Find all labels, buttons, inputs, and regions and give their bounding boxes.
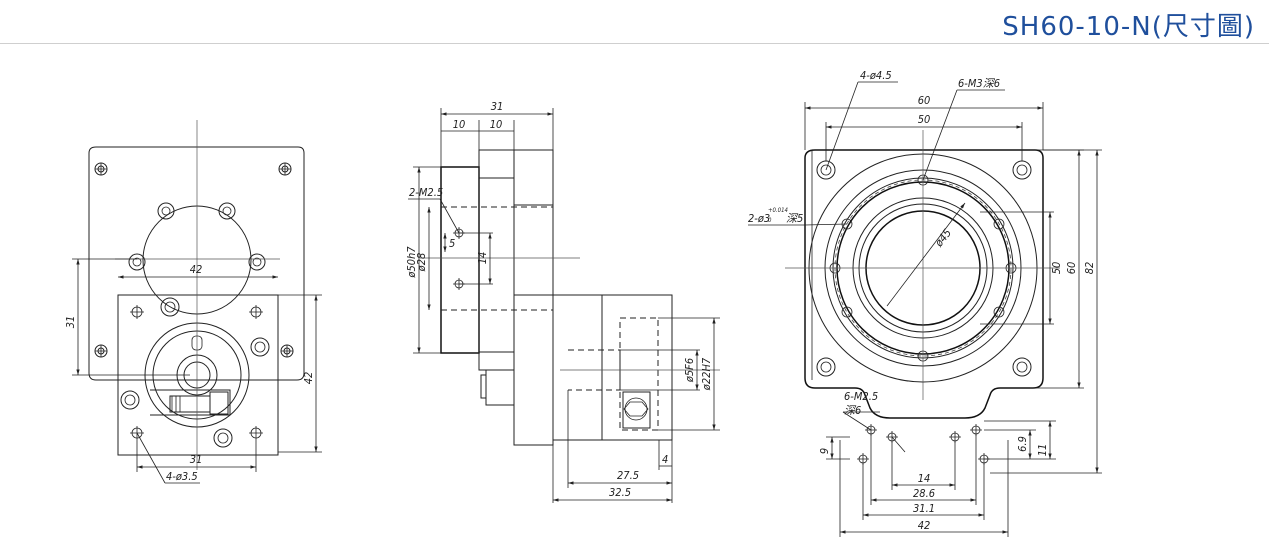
top-view: 60 50 4-ø4.5 6-M3深6 2-ø3 +0.014 0 深5 ø45… [748, 69, 1102, 537]
top-dim-6-9: 6.9 [1016, 436, 1029, 452]
front-holes-label: 4-ø3.5 [166, 470, 198, 483]
top-dim-d45: ø45 [932, 226, 954, 249]
side-dim-32-5: 32.5 [609, 486, 631, 499]
page-title: SH60-10-N(尺寸圖) [1002, 12, 1255, 42]
side-view: 31 10 10 2-M2.5 5 14 ø50h7 ø28 ø22H7 ø5F… [405, 100, 720, 503]
top-pin-tol-bot: 0 [768, 217, 772, 224]
side-m25-label: 2-M2.5 [409, 186, 443, 199]
top-pin-tol-top: +0.014 [768, 207, 789, 214]
top-dim-14: 14 [918, 472, 931, 485]
side-dim-d22: ø22H7 [700, 357, 713, 391]
front-dim-31-left: 31 [64, 316, 77, 329]
side-dim-31: 31 [491, 100, 504, 113]
front-dim-31-bottom: 31 [190, 453, 203, 466]
top-dim-82: 82 [1083, 262, 1096, 275]
top-dim-60: 60 [918, 94, 931, 107]
top-pin-depth: 深5 [786, 212, 803, 225]
side-dim-27-5: 27.5 [617, 469, 639, 482]
front-dim-42-right: 42 [302, 372, 315, 385]
side-dim-5: 5 [449, 237, 455, 250]
top-dim-11: 11 [1036, 444, 1049, 457]
top-dim-42: 42 [918, 519, 931, 532]
top-dim-9: 9 [818, 448, 831, 454]
side-dim-d5f6: ø5F6 [683, 358, 696, 383]
side-dim-d28: ø28 [415, 253, 428, 273]
top-holes-label: 4-ø4.5 [860, 69, 892, 82]
top-pin-label: 2-ø3 [748, 212, 770, 225]
top-dim-50: 50 [918, 113, 931, 126]
top-dim-31-1: 31.1 [913, 502, 935, 515]
side-dim-10a: 10 [453, 118, 466, 131]
side-dim-4: 4 [662, 453, 668, 466]
header-divider [0, 43, 1269, 44]
front-dim-42-top: 42 [190, 263, 203, 276]
front-view: 42 31 42 31 4-ø3.5 [64, 120, 322, 484]
top-dim-50-v: 50 [1050, 262, 1063, 275]
side-dim-10b: 10 [490, 118, 503, 131]
side-dim-d50: ø50h7 [405, 246, 418, 279]
top-dim-60-v: 60 [1065, 262, 1078, 275]
side-dim-14: 14 [476, 252, 489, 265]
top-m25-depth: 深6 [844, 404, 861, 417]
top-m25-label: 6-M2.5 [844, 390, 878, 403]
top-dim-28-6: 28.6 [913, 487, 935, 500]
top-m3-label: 6-M3深6 [958, 77, 1000, 90]
